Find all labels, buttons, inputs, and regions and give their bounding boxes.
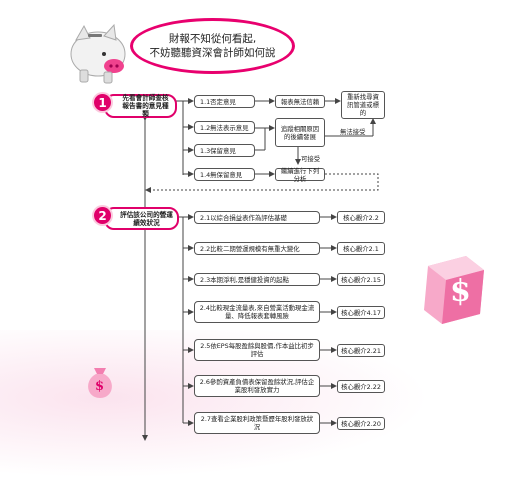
dollar-cube-icon: $ xyxy=(418,252,490,328)
step2-item-2-6: 2.6參酌資產負債表保留盈餘狀況,評估企業股利發放實力 xyxy=(194,375,320,397)
opinion-qualified: 1.3保留意見 xyxy=(194,144,255,157)
step2-number: 2 xyxy=(94,207,111,224)
opinion-adverse: 1.1否定意見 xyxy=(194,95,255,108)
step2-item-2-3: 2.3本期淨利,是穩健投資的起點 xyxy=(194,273,320,286)
ref-2-5: 核心觀介2.21 xyxy=(337,344,385,357)
dollar-sign-small: $ xyxy=(95,379,105,394)
opinion-disclaimer: 1.2無法表示意見 xyxy=(194,121,255,134)
reselect-source-box: 重新找尋資訊管道或標的 xyxy=(341,91,385,119)
bubble-line-2: 不妨聽聽資深會計師如何說 xyxy=(149,47,276,59)
step2-item-2-4: 2.4比較現金流量表,來自營業活動現金流量、降低報表套轉風險 xyxy=(194,301,320,323)
ref-2-6: 核心觀介2.22 xyxy=(337,380,385,393)
bubble-line-1: 財報不知從何看起, xyxy=(168,33,257,45)
piggy-bank-icon xyxy=(64,20,136,90)
ref-2-3: 核心觀介2.15 xyxy=(337,273,385,286)
continue-analysis-box: 繼續進行下列分析 xyxy=(275,167,325,183)
step2-item-2-1: 2.1以綜合損益表作為評估基礎 xyxy=(194,211,320,224)
step2-item-2-5: 2.5依EPS每股盈餘與股價,作本益比初步評估 xyxy=(194,339,320,361)
ref-2-1: 核心觀介2.2 xyxy=(337,211,385,224)
unreliable-statements-box: 報表無法信賴 xyxy=(275,95,325,108)
step1-number: 1 xyxy=(94,94,111,111)
ref-2-2: 核心觀介2.1 xyxy=(337,242,385,255)
ref-2-4: 核心觀介4.17 xyxy=(337,306,385,319)
money-bag-icon: $ xyxy=(84,364,116,400)
not-acceptable-label: 無法接受 xyxy=(340,128,366,136)
dollar-sign-large: $ xyxy=(450,274,471,309)
opinion-unqualified: 1.4無保留意見 xyxy=(194,168,255,181)
step2-label: 評估該公司的營運績效狀況 xyxy=(104,207,179,230)
step2-item-2-2: 2.2比較二期營運規模有無重大變化 xyxy=(194,242,320,255)
acceptable-label: 可接受 xyxy=(301,155,321,163)
speech-bubble: 財報不知從何看起, 不妨聽聽資深會計師如何說 xyxy=(130,18,295,74)
step2-item-2-7: 2.7查看企業股利政策暨歷年股利發放狀況 xyxy=(194,412,320,434)
trace-causes-box: 追蹤相關原因的後續發展 xyxy=(275,118,325,147)
ref-2-7: 核心觀介2.20 xyxy=(337,417,385,430)
step1-label: 先看會計師查核報告書的意見種類 xyxy=(104,94,177,118)
